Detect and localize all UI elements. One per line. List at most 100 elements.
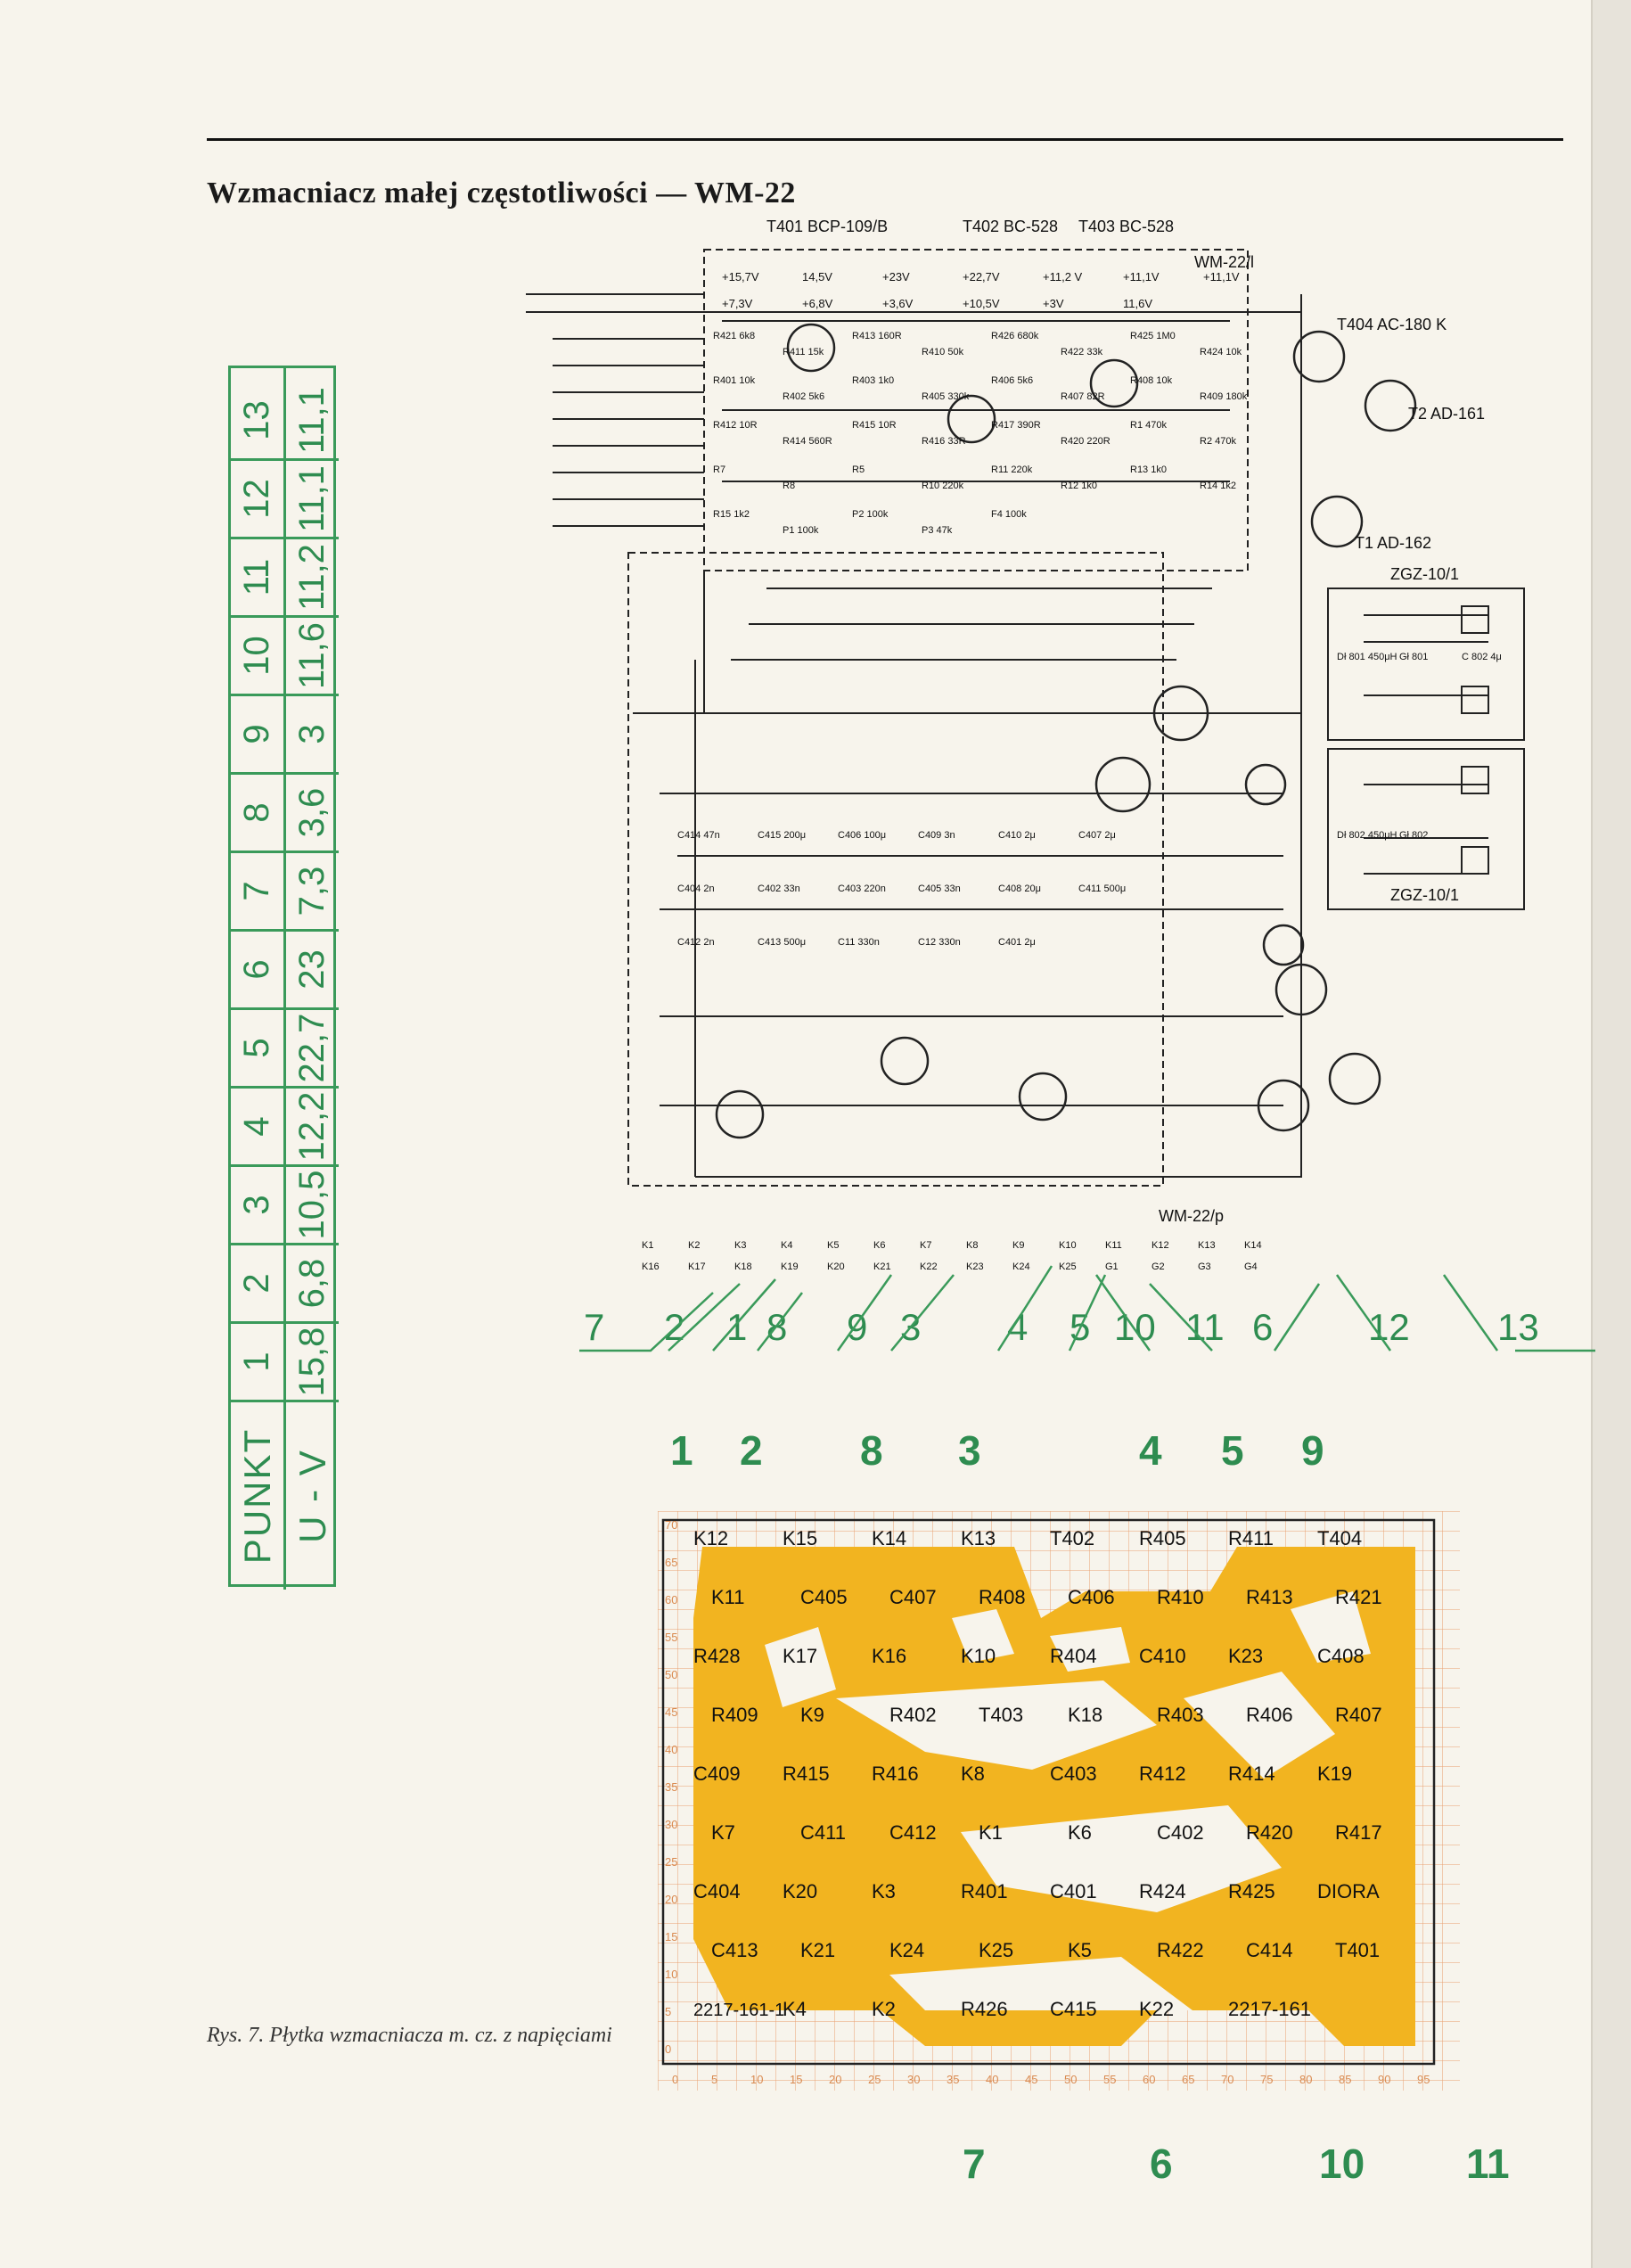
- capacitor-label: C404 2n: [677, 883, 715, 894]
- pcb-component-label: C408: [1317, 1645, 1365, 1667]
- speaker-label: Gł 801: [1399, 652, 1428, 662]
- resistor-label: R420 220R: [1061, 436, 1111, 447]
- table-header-voltage: U - V: [291, 1449, 333, 1543]
- resistor-label: R425 1M0: [1130, 331, 1176, 341]
- table-header-point: PUNKT: [235, 1427, 278, 1565]
- pcb-component-label: K22: [1139, 1998, 1174, 2020]
- callout-leader-lines: [579, 1265, 1595, 1352]
- resistor-label: R1 470k: [1130, 420, 1167, 431]
- callout-number: 11: [1185, 1306, 1225, 1348]
- connector-label: K8: [966, 1240, 978, 1251]
- pcb-component-label: C405: [800, 1586, 848, 1608]
- connector-label: K18: [734, 1261, 752, 1272]
- pcb-point-number: 10: [1319, 2141, 1365, 2187]
- connector-label: K7: [920, 1240, 931, 1251]
- grid-tick-left: 60: [665, 1593, 677, 1606]
- transistor-label: T404 AC-180 K: [1337, 316, 1447, 333]
- table-cell-point: 10: [231, 618, 283, 696]
- resistor-label: R406 5k6: [991, 375, 1033, 386]
- transistor-label: T403 BC-528: [1078, 218, 1174, 235]
- resistor-label: R426 680k: [991, 331, 1039, 341]
- resistor-label: F4 100k: [991, 509, 1027, 520]
- pcb-component-label: R410: [1157, 1586, 1204, 1608]
- voltage-marker: +15,7V: [722, 270, 759, 284]
- pcb-point-number: 9: [1301, 1427, 1324, 1474]
- resistor-label: R7: [713, 464, 725, 475]
- pcb-component-label: K23: [1228, 1645, 1263, 1667]
- pcb-component-label: R420: [1246, 1821, 1293, 1844]
- table-cell-voltage: 11,1: [286, 461, 339, 539]
- speaker-label: Dł 801 450μH: [1337, 652, 1397, 662]
- pcb-component-label: R405: [1139, 1527, 1186, 1549]
- table-cell-point: 4: [231, 1089, 283, 1167]
- voltage-marker: +10,5V: [963, 297, 1000, 310]
- grid-tick-left: 45: [665, 1705, 677, 1719]
- voltage-marker: +11,1V: [1203, 270, 1240, 284]
- connector-label: K10: [1059, 1240, 1077, 1251]
- capacitor-label: C411 500μ: [1078, 883, 1126, 894]
- resistor-label: R408 10k: [1130, 375, 1173, 386]
- pcb-component-label: K12: [693, 1527, 728, 1549]
- pcb-component-label: C402: [1157, 1821, 1204, 1844]
- pcb-component-label: K16: [872, 1645, 906, 1667]
- connector-label: K14: [1244, 1240, 1262, 1251]
- grid-tick-left: 5: [665, 2005, 671, 2018]
- pcb-component-label: R417: [1335, 1821, 1382, 1844]
- top-rule: [207, 138, 1563, 141]
- pcb-component-label: C411: [800, 1821, 846, 1844]
- transistor-label: T401 BCP-109/B: [766, 218, 888, 235]
- resistor-label: R410 50k: [922, 347, 964, 357]
- pcb-component-label: T403: [979, 1704, 1023, 1726]
- pcb-component-label: DIORA: [1317, 1880, 1380, 1902]
- pcb-component-label: K7: [711, 1821, 735, 1844]
- voltage-marker: +3,6V: [882, 297, 914, 310]
- pcb-point-number: 8: [860, 1427, 883, 1474]
- resistor-label: R403 1k0: [852, 375, 894, 386]
- pcb-component-label: K14: [872, 1527, 906, 1549]
- grid-tick-bottom: 0: [672, 2073, 678, 2086]
- pcb-component-label: K21: [800, 1939, 835, 1961]
- pcb-component-label: C401: [1050, 1880, 1097, 1902]
- pcb-component-label: K8: [961, 1763, 985, 1785]
- capacitor-label: C401 2μ: [998, 937, 1036, 948]
- callout-number: 10: [1114, 1306, 1156, 1348]
- table-cell-point: 3: [231, 1167, 283, 1245]
- capacitor-label: C413 500μ: [758, 937, 806, 948]
- table-cell-point: 12: [231, 461, 283, 539]
- callout-number: 7: [584, 1306, 605, 1348]
- voltage-marker: 14,5V: [802, 270, 832, 284]
- grid-tick-bottom: 75: [1260, 2073, 1273, 2086]
- pcb-point-number: 5: [1221, 1427, 1244, 1474]
- grid-tick-bottom: 65: [1182, 2073, 1194, 2086]
- capacitor-label: C402 33n: [758, 883, 800, 894]
- resistor-label: R411 15k: [783, 347, 824, 357]
- module-label: ZGZ-10/1: [1390, 565, 1459, 583]
- pcb-component-label: C410: [1139, 1645, 1186, 1667]
- grid-tick-bottom: 20: [829, 2073, 841, 2086]
- pcb-point-number: 1: [670, 1427, 693, 1474]
- voltage-marker: +7,3V: [722, 297, 753, 310]
- resistor-label: R5: [852, 464, 865, 475]
- connector-label: K3: [734, 1240, 746, 1251]
- pcb-component-label: C412: [889, 1821, 937, 1844]
- voltage-marker: +3V: [1043, 297, 1064, 310]
- resistor-label: R413 160R: [852, 331, 902, 341]
- grid-tick-bottom: 90: [1378, 2073, 1390, 2086]
- resistor-label: R15 1k2: [713, 509, 750, 520]
- pcb-component-label: C415: [1050, 1998, 1097, 2020]
- page-heading: Wzmacniacz małej częstotliwości — WM-22: [207, 177, 796, 210]
- pcb-component-label: R425: [1228, 1880, 1275, 1902]
- pcb-component-label: C404: [693, 1880, 741, 1902]
- pcb-component-label: K10: [961, 1645, 996, 1667]
- connector-label: K4: [781, 1240, 792, 1251]
- connector-label: K20: [827, 1261, 845, 1272]
- voltage-marker: +11,2 V: [1043, 270, 1083, 284]
- table-cell-voltage: 12,2: [286, 1089, 339, 1167]
- resistor-label: R10 220k: [922, 481, 964, 491]
- capacitor-label: C403 220n: [838, 883, 886, 894]
- figure-caption: Rys. 7. Płytka wzmacniacza m. cz. z napi…: [207, 2024, 612, 2047]
- grid-tick-bottom: 15: [790, 2073, 802, 2086]
